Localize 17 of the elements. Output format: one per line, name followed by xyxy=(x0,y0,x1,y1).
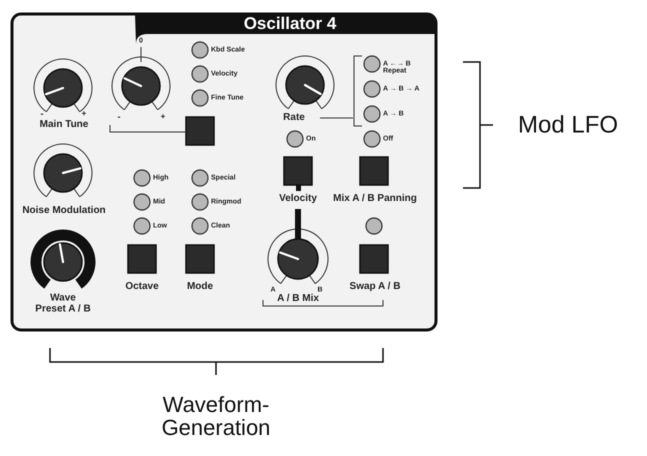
scale-mark: + xyxy=(160,112,166,122)
control-label: Velocity xyxy=(279,194,317,204)
control-label: Rate xyxy=(283,112,305,124)
control-label: A / B Mix xyxy=(277,294,319,304)
control-label: Mode xyxy=(186,282,214,292)
control-label: Main Tune xyxy=(40,120,88,130)
control-label: Octave xyxy=(125,282,159,292)
control-label: Mix A / B Panning xyxy=(333,194,417,204)
control-label: Wave Preset A / B xyxy=(35,294,91,314)
scale-mark: + xyxy=(82,110,86,118)
section-label: Waveform-Generation xyxy=(160,392,272,440)
panel-title: Oscillator 4 xyxy=(244,15,336,33)
scale-mark: - xyxy=(118,112,120,122)
control-label: Noise Modulation xyxy=(22,206,106,216)
control-label: Swap A / B xyxy=(350,282,400,292)
scale-mark: - xyxy=(40,109,44,119)
section-label: Mod LFO xyxy=(518,112,618,138)
